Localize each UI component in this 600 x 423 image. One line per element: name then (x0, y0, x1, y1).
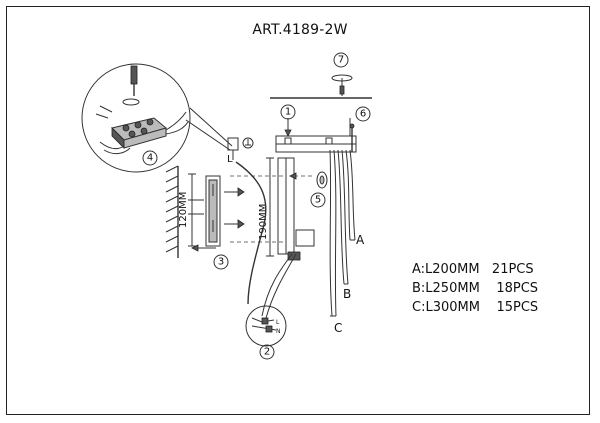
article-title: ART.4189-2W (252, 22, 348, 38)
svg-text:6: 6 (360, 109, 366, 120)
svg-text:7: 7 (338, 55, 344, 66)
power-cord (235, 161, 297, 319)
rod-label-a: A (356, 233, 365, 247)
svg-text:190MM: 190MM (258, 204, 269, 240)
svg-text:L: L (276, 319, 280, 326)
connector-detail: L N (245, 305, 287, 347)
svg-text:3: 3 (218, 257, 224, 268)
step-2-marker: 2 (259, 344, 275, 360)
ceiling-canopy (270, 97, 372, 153)
svg-text:120MM: 120MM (178, 192, 189, 228)
page-border (6, 6, 590, 415)
rod-label-c: C (334, 321, 342, 335)
svg-text:2: 2 (264, 347, 270, 358)
ground-symbol: L (227, 137, 254, 165)
part-spec-b: B:L250MM 18PCS (412, 281, 539, 296)
body-height-dimension: 190MM (258, 157, 274, 257)
step-6-marker: 6 (355, 106, 371, 122)
part-spec-c: C:L300MM 15PCS (412, 300, 539, 315)
mounting-bracket (188, 175, 245, 252)
crystal-rods (329, 123, 356, 317)
step-1-marker: 1 (280, 104, 296, 120)
step-7-marker: 7 (333, 52, 349, 68)
svg-text:4: 4 (147, 153, 153, 164)
ceiling-fixing (331, 74, 353, 96)
svg-text:5: 5 (315, 195, 321, 206)
svg-text:N: N (276, 328, 281, 335)
svg-text:1: 1 (285, 107, 291, 118)
lamp-body (277, 157, 315, 261)
svg-text:L: L (227, 154, 233, 165)
cap-detail (289, 171, 328, 189)
bracket-height-dimension: 120MM (178, 173, 196, 247)
part-spec-a: A:L200MM 21PCS (412, 262, 534, 277)
terminal-block-detail (81, 63, 233, 173)
rod-label-b: B (343, 287, 351, 301)
step-5-marker: 5 (310, 192, 326, 208)
step-3-marker: 3 (213, 254, 229, 270)
wall-section (165, 165, 179, 258)
step-4-marker: 4 (142, 150, 158, 166)
